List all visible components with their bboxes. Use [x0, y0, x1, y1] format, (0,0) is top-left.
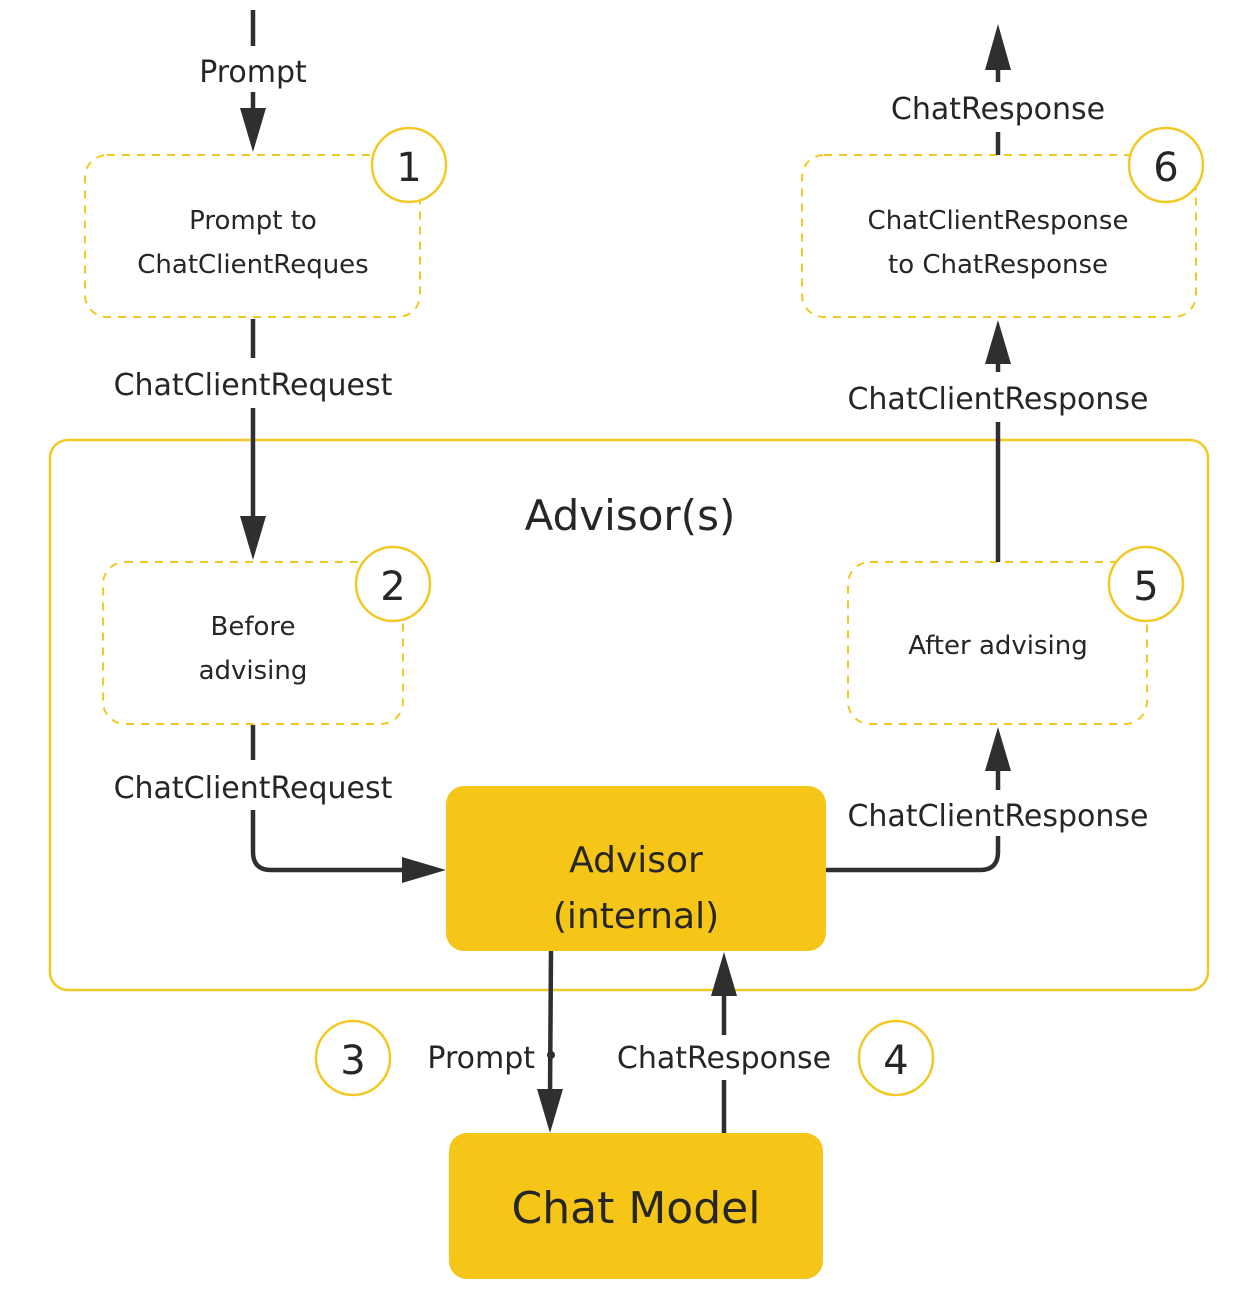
- step-1-number: 1: [396, 145, 421, 191]
- step-2-before-advising: Before advising: [102, 561, 404, 725]
- edge-response-1-label: ChatClientResponse: [847, 799, 1148, 834]
- chat-model-block: Chat Model: [449, 1133, 823, 1279]
- step-1-badge: 1: [370, 126, 448, 204]
- step-5-badge: 5: [1107, 545, 1185, 623]
- step-3-badge: 3: [314, 1019, 392, 1097]
- step-2-badge: 2: [354, 545, 432, 623]
- step-6-badge: 6: [1127, 126, 1205, 204]
- edge-response-from-model-label: ChatResponse: [617, 1041, 831, 1076]
- step-4-badge: 4: [857, 1019, 935, 1097]
- step-3-number: 3: [340, 1038, 365, 1084]
- advisor-internal-line1: Advisor: [569, 840, 703, 881]
- step-6-label-line2: to ChatResponse: [888, 250, 1108, 280]
- edge-request-1: ChatClientRequest: [114, 319, 393, 560]
- chat-model-label: Chat Model: [512, 1183, 761, 1234]
- edge-request-2-label: ChatClientRequest: [114, 771, 393, 806]
- advisor-internal-line2: (internal): [553, 896, 719, 937]
- edge-input-prompt: Prompt: [199, 10, 307, 152]
- step-2-number: 2: [380, 564, 405, 610]
- advisors-container-title: Advisor(s): [525, 491, 736, 540]
- edge-response-2: ChatClientResponse: [847, 320, 1149, 562]
- edge-request-2: ChatClientRequest: [114, 725, 446, 883]
- step-5-number: 5: [1133, 564, 1158, 610]
- edge-request-1-label: ChatClientRequest: [114, 368, 393, 403]
- step-2-label-line1: Before: [210, 612, 295, 642]
- step-1-label-line1: Prompt to: [189, 206, 317, 236]
- step-4-number: 4: [883, 1038, 908, 1084]
- edge-prompt-to-model-label: Prompt: [427, 1041, 535, 1076]
- edge-response-from-model: ChatResponse: [617, 952, 831, 1133]
- step-1-prompt-to-request: Prompt to ChatClientReques: [84, 154, 421, 318]
- edge-prompt-to-model: Prompt: [427, 950, 563, 1133]
- edge-response-1: ChatClientResponse: [826, 727, 1149, 873]
- step-6-label-line1: ChatClientResponse: [868, 206, 1129, 236]
- edge-input-prompt-label: Prompt: [199, 55, 307, 90]
- step-6-number: 6: [1153, 145, 1178, 191]
- edge-response-2-label: ChatClientResponse: [847, 382, 1148, 417]
- edge-output-response-label: ChatResponse: [891, 92, 1105, 127]
- advisor-internal-block: Advisor (internal): [446, 786, 826, 951]
- edge-output-response: ChatResponse: [891, 24, 1105, 155]
- advisors-container: [48, 438, 1210, 992]
- step-5-label: After advising: [908, 631, 1088, 661]
- step-1-label-line2: ChatClientReques: [137, 250, 368, 280]
- step-5-after-advising: After advising: [847, 561, 1148, 725]
- step-2-label-line2: advising: [199, 656, 308, 686]
- step-6-response-to-chatresponse: ChatClientResponse to ChatResponse: [801, 154, 1197, 318]
